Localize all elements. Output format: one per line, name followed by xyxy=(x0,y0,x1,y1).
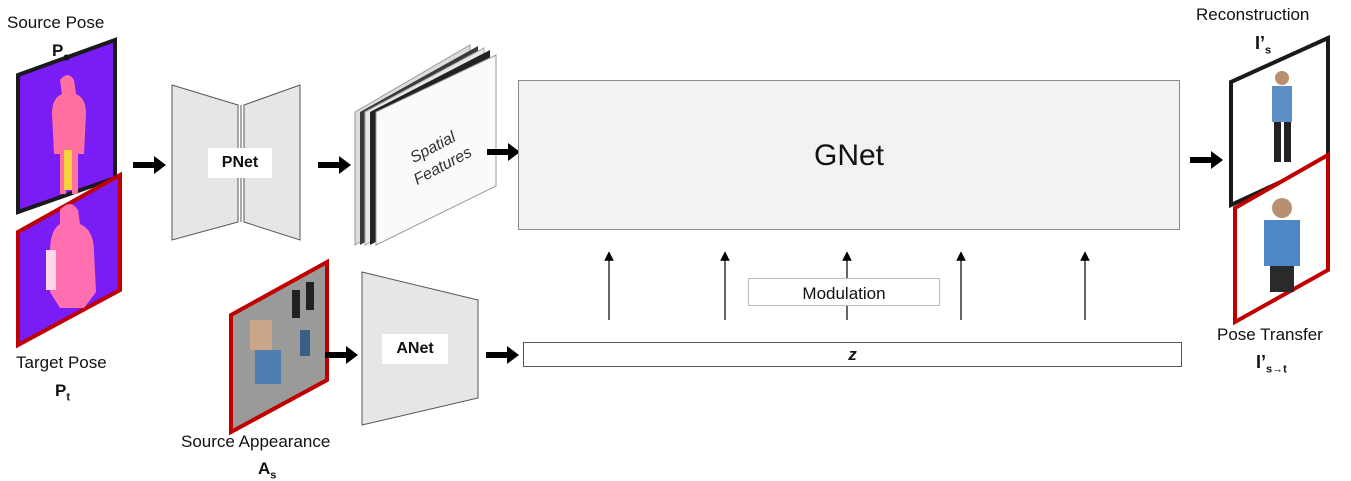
source-appearance-symbol: As xyxy=(258,459,277,481)
arrow-features-to-gnet xyxy=(487,143,520,161)
reconstruction-label: Reconstruction xyxy=(1196,5,1310,24)
modulation-label: Modulation xyxy=(802,284,886,303)
arrow-pose-to-pnet xyxy=(133,156,166,174)
z-latent-bar: z xyxy=(523,342,1182,367)
arrow-pnet-to-features xyxy=(318,156,351,174)
gnet-label: GNet xyxy=(813,139,885,172)
arrow-appearance-to-anet xyxy=(325,346,358,364)
arrow-anet-to-z xyxy=(486,346,519,364)
arrow-gnet-to-output xyxy=(1190,151,1223,169)
pose-transfer-label: Pose Transfer xyxy=(1217,325,1323,344)
target-pose-symbol: Pt xyxy=(55,381,71,404)
reconstruction-symbol: I’s xyxy=(1255,33,1272,57)
anet-label: ANet xyxy=(382,334,448,364)
pnet-label: PNet xyxy=(208,148,272,178)
target-pose-image xyxy=(16,171,122,349)
spatial-features-stack xyxy=(354,44,497,246)
modulation-box: Modulation xyxy=(748,278,940,306)
gnet-block: GNet xyxy=(518,80,1180,230)
pose-transfer-image xyxy=(1233,151,1330,326)
source-pose-label: Source Pose xyxy=(7,13,105,32)
source-appearance-label: Source Appearance xyxy=(181,432,331,451)
target-pose-label: Target Pose xyxy=(16,353,107,372)
source-pose-symbol: Ps xyxy=(52,41,70,64)
pnet-block xyxy=(171,84,301,241)
source-appearance-image xyxy=(229,258,329,436)
z-label: z xyxy=(848,345,857,364)
pose-transfer-symbol: I’s→t xyxy=(1256,352,1287,376)
